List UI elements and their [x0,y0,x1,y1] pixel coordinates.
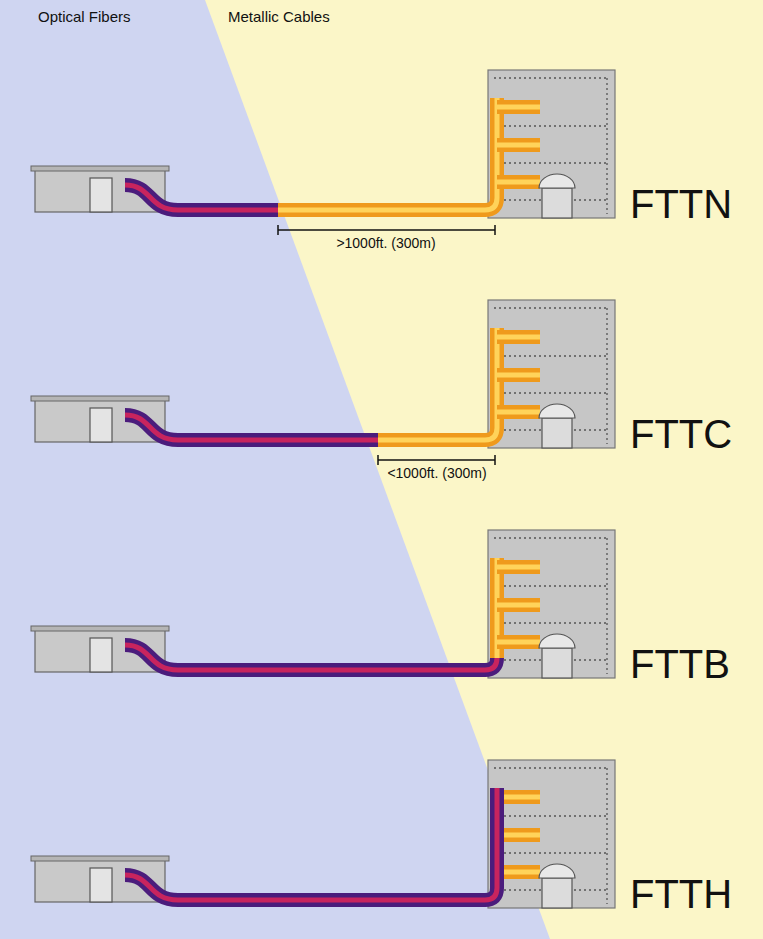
floor-line [494,815,607,816]
metallic-branch [503,790,540,804]
office-door [90,408,112,442]
metallic-branch [497,405,540,419]
floor-line [494,622,607,623]
office-door [90,868,112,902]
floor-line [494,125,607,126]
optical-fiber-core [125,415,378,440]
optical-fiber-core [125,788,497,900]
dimension-label: >1000ft. (300m) [336,236,435,251]
apartment-building [488,530,615,678]
metallic-cable [378,328,497,440]
floor-line [606,768,607,904]
metallic-branch-core [497,603,540,608]
floor-line [494,392,607,393]
dome-roof [539,634,575,648]
metallic-cable-core [278,98,497,210]
dimension-tick [494,455,496,465]
optical-fiber-core [125,185,278,210]
floor-line [494,537,607,538]
topology-label: FTTN [630,182,732,226]
metallic-branch [503,865,540,879]
dimension-label: <1000ft. (300m) [387,466,486,481]
metallic-branch-core [497,373,540,378]
region-label: Optical Fibers [38,9,131,26]
optical-fiber [125,788,497,900]
row-illustration [31,530,615,678]
dome-structure [542,878,572,908]
office-roof [31,396,169,401]
optical-fiber-core [125,645,497,670]
dimension-tick [377,455,379,465]
floor-line [494,77,607,78]
office-roof [31,856,169,861]
floor-line [494,355,607,356]
dimension-tick [277,225,279,235]
dome-structure [542,648,572,678]
optical-fiber [125,645,497,670]
floor-line [494,585,607,586]
apartment-building [488,70,615,218]
office-roof [31,166,169,171]
metallic-cable-core [378,328,497,440]
topology-label: FTTH [630,872,732,916]
floor-line [494,852,607,853]
metallic-branch-core [497,335,540,340]
topology-label: FTTB [630,642,730,686]
dome-roof [539,404,575,418]
metallic-branch [503,828,540,842]
optical-fiber [125,185,278,210]
apartment-building [488,760,615,908]
floor-line [606,538,607,674]
dimension-tick [494,225,496,235]
office-door [90,638,112,672]
metallic-branch-core [497,180,540,185]
metallic-branch [497,175,540,189]
fiber-region [0,0,550,939]
floor-line [494,307,607,308]
topology-label: FTTC [630,412,732,456]
dimension-line [378,459,495,461]
metallic-branch [497,330,540,344]
metallic-branch-core [503,870,540,875]
floor-line [494,767,607,768]
metallic-branch-core [497,410,540,415]
floor-line [494,162,607,163]
metallic-cable [278,98,497,210]
metallic-branch [497,100,540,114]
metallic-branch [497,368,540,382]
dimension-line [278,229,495,231]
metallic-branch-core [503,795,540,800]
metallic-branch-core [497,143,540,148]
dome-structure [542,188,572,218]
office-roof [31,626,169,631]
metallic-branch-core [497,565,540,570]
metallic-branch [497,635,540,649]
dome-roof [539,864,575,878]
dome-structure [542,418,572,448]
metallic-branch [497,560,540,574]
apartment-building [488,300,615,448]
row-illustration [31,300,615,465]
metallic-branch-core [497,105,540,110]
metallic-branch [497,598,540,612]
metallic-branch-core [497,640,540,645]
row-illustration [31,760,615,908]
region-label: Metallic Cables [228,9,330,26]
office-door [90,178,112,212]
metallic-branch [497,138,540,152]
floor-line [606,78,607,214]
optical-fiber [125,415,378,440]
dome-roof [539,174,575,188]
metallic-branch-core [503,833,540,838]
floor-line [606,308,607,444]
row-illustration [31,70,615,235]
